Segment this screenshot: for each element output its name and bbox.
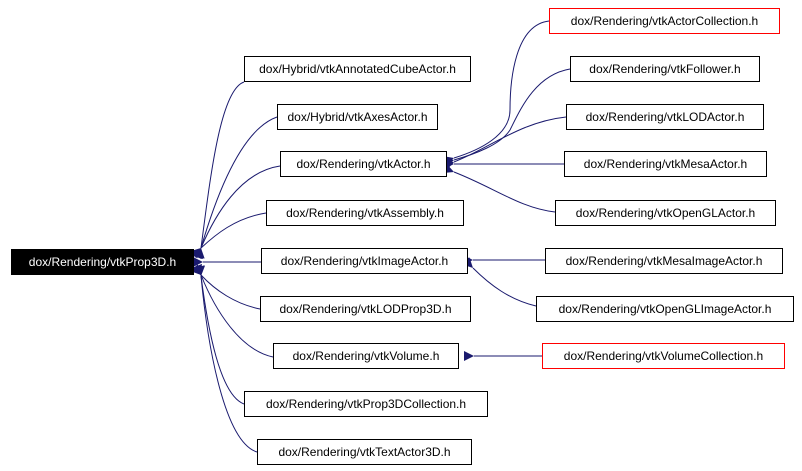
node-vtktextactor3d[interactable]: dox/Rendering/vtkTextActor3D.h	[257, 439, 472, 465]
node-vtkimageactor[interactable]: dox/Rendering/vtkImageActor.h	[261, 248, 468, 274]
edge-annotatedcube-to-prop3d	[194, 81, 245, 259]
edge-assembly-to-prop3d	[190, 212, 267, 259]
edge-openglactor-to-actor	[442, 163, 556, 213]
edge-textactor3d-to-prop3d	[195, 265, 258, 453]
edge-actorcollection-to-actor	[442, 20, 550, 166]
edge-axesactor-to-prop3d	[193, 116, 278, 260]
node-vtkactor[interactable]: dox/Rendering/vtkActor.h	[280, 151, 447, 177]
edge-volume-to-prop3d	[192, 263, 274, 358]
node-vtklodprop3d[interactable]: dox/Rendering/vtkLODProp3D.h	[260, 296, 471, 322]
node-vtkopenglactor[interactable]: dox/Rendering/vtkOpenGLActor.h	[555, 200, 776, 226]
node-vtkmesaimageactor[interactable]: dox/Rendering/vtkMesaImageActor.h	[545, 248, 783, 274]
node-vtkopenglimageactor[interactable]: dox/Rendering/vtkOpenGLImageActor.h	[536, 296, 794, 322]
node-vtkvolumecollection[interactable]: dox/Rendering/vtkVolumeCollection.h	[542, 343, 785, 369]
node-vtkprop3d[interactable]: dox/Rendering/vtkProp3D.h	[11, 249, 194, 275]
node-vtkfollower[interactable]: dox/Rendering/vtkFollower.h	[570, 56, 760, 82]
node-vtklodactor[interactable]: dox/Rendering/vtkLODActor.h	[566, 104, 764, 130]
node-vtkactorcollection[interactable]: dox/Rendering/vtkActorCollection.h	[549, 8, 780, 34]
edge-follower-to-actor	[443, 68, 571, 168]
node-vtkprop3dcollection[interactable]: dox/Rendering/vtkProp3DCollection.h	[244, 391, 488, 417]
node-vtkassembly[interactable]: dox/Rendering/vtkAssembly.h	[266, 200, 464, 226]
edge-actor-to-prop3d	[192, 165, 281, 260]
node-vtkannotatedcubeactor[interactable]: dox/Hybrid/vtkAnnotatedCubeActor.h	[244, 56, 471, 82]
node-vtkvolume[interactable]: dox/Rendering/vtkVolume.h	[273, 343, 459, 369]
edge-lodactor-to-actor	[442, 116, 567, 171]
node-vtkaxesactor[interactable]: dox/Hybrid/vtkAxesActor.h	[277, 104, 438, 130]
edge-lodprop3d-to-prop3d	[190, 264, 261, 310]
edge-openglimageactor-to-imageactor	[462, 257, 537, 307]
edge-prop3dcollection-to-prop3d	[194, 265, 245, 405]
node-vtkmesaactor[interactable]: dox/Rendering/vtkMesaActor.h	[564, 151, 767, 177]
